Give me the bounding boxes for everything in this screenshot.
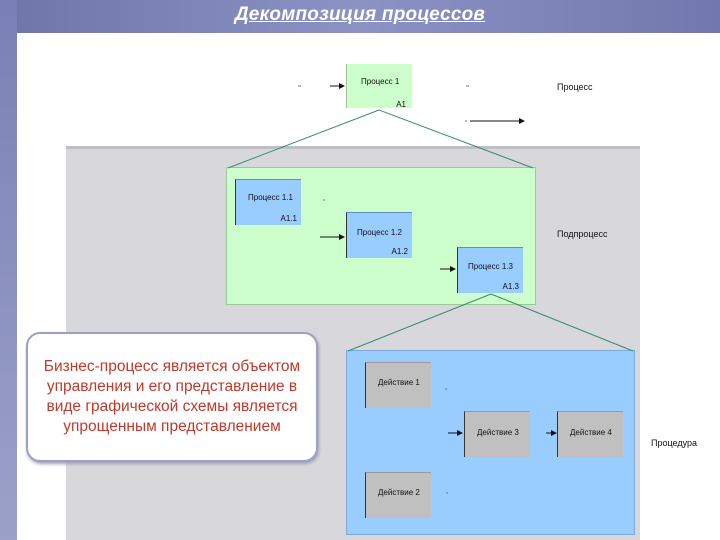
action-2-label: Действие 2 [378, 488, 420, 497]
process-1-2-box: Процесс 1.2 A1.2 [346, 212, 412, 258]
process-1-2-code: A1.2 [391, 247, 408, 256]
procedure-level-label: Процедура [651, 438, 698, 448]
legend-process-label: Процесс [557, 82, 593, 92]
info-callout: Бизнес-процесс является объектом управле… [26, 332, 318, 462]
process-1-1-code: A1.1 [280, 214, 297, 223]
page-title: Декомпозиция процессов [234, 4, 486, 25]
process-1-3-label: Процесс 1.3 [468, 262, 513, 271]
action-4-box: Действие 4 [557, 411, 623, 457]
process-1-box: Процесс 1 A1 [346, 64, 412, 109]
action-3-label: Действие 3 [477, 428, 519, 437]
funnel-line-right-top [378, 109, 534, 169]
action-1-label: Действие 1 [378, 378, 420, 387]
funnel-line-left-bottom [347, 293, 492, 352]
callout-text: Бизнес-процесс является объектом управле… [43, 358, 301, 435]
process-1-code: A1 [396, 100, 406, 109]
header-bar [0, 0, 720, 33]
process-1-label: Процесс 1 [361, 77, 400, 86]
action-1-box: Действие 1 [365, 362, 431, 408]
process-1-3-box: Процесс 1.3 A1.3 [457, 247, 523, 293]
process-1-1-label: Процесс 1.1 [248, 193, 293, 202]
process-1-3-code: A1.3 [502, 282, 519, 291]
process-1-1-box: Процесс 1.1 A1.1 [235, 179, 301, 225]
funnel-line-right-bottom [490, 293, 634, 352]
subprocess-level-label: Подпроцесс [557, 229, 608, 239]
action-3-box: Действие 3 [464, 411, 530, 457]
funnel-line-left-top [227, 109, 380, 169]
action-2-box: Действие 2 [365, 472, 431, 518]
action-4-label: Действие 4 [570, 428, 612, 437]
process-1-2-label: Процесс 1.2 [357, 228, 402, 237]
left-frame-bar [0, 0, 17, 540]
